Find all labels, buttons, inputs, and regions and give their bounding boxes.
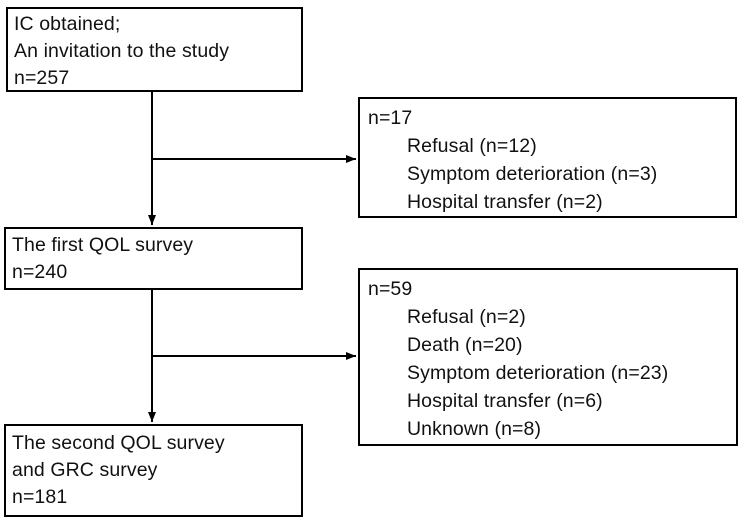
box-enrollment-line: An invitation to the study bbox=[14, 40, 230, 62]
exclusions-1-item: Symptom deterioration (n=3) bbox=[407, 163, 658, 185]
box-second-qol-grc-survey: The second QOL survey and GRC survey n=1… bbox=[4, 424, 303, 517]
box-enrollment-line: IC obtained; bbox=[14, 13, 121, 35]
exclusions-2-total: n=59 bbox=[368, 278, 413, 300]
box-exclusions-1: n=17 Refusal (n=12) Symptom deterioratio… bbox=[358, 97, 737, 218]
box-second-qol-grc-survey-line: The second QOL survey bbox=[12, 432, 225, 454]
exclusions-2-item: Unknown (n=8) bbox=[407, 418, 542, 440]
box-enrollment-count: n=257 bbox=[14, 67, 70, 89]
exclusions-1-item: Refusal (n=12) bbox=[407, 135, 537, 157]
box-exclusions-2: n=59 Refusal (n=2) Death (n=20) Symptom … bbox=[358, 268, 738, 446]
box-first-qol-survey-line: The first QOL survey bbox=[12, 234, 194, 256]
box-second-qol-grc-survey-line: and GRC survey bbox=[12, 459, 158, 481]
exclusions-2-item: Symptom deterioration (n=23) bbox=[407, 362, 669, 384]
exclusions-2-item: Hospital transfer (n=6) bbox=[407, 390, 603, 412]
box-second-qol-grc-survey-count: n=181 bbox=[12, 486, 68, 508]
exclusions-1-total: n=17 bbox=[368, 107, 413, 129]
exclusions-1-item: Hospital transfer (n=2) bbox=[407, 191, 603, 213]
box-enrollment: IC obtained; An invitation to the study … bbox=[6, 7, 303, 92]
exclusions-2-item: Death (n=20) bbox=[407, 334, 523, 356]
box-first-qol-survey: The first QOL survey n=240 bbox=[4, 227, 303, 290]
exclusions-2-item: Refusal (n=2) bbox=[407, 306, 526, 328]
box-first-qol-survey-count: n=240 bbox=[12, 261, 68, 283]
